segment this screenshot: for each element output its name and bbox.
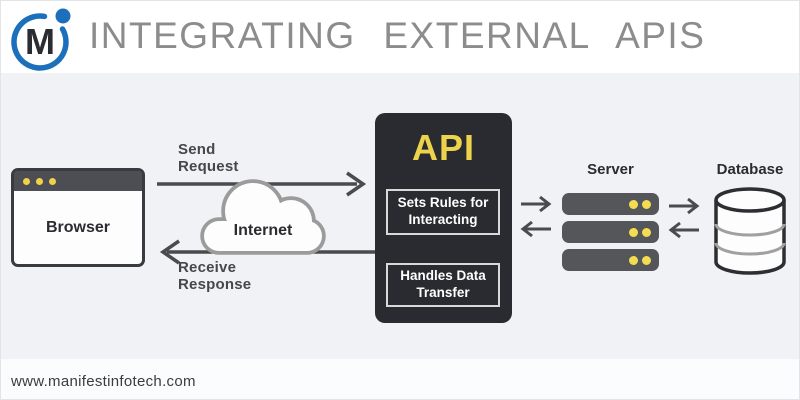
- window-dot-icon: [23, 177, 30, 185]
- server-led-icon: [629, 227, 638, 237]
- server-rack-bar-icon: [562, 221, 659, 243]
- window-dot-icon: [49, 177, 56, 185]
- logo-letter: M: [25, 21, 55, 62]
- footer: www.manifestinfotech.com: [1, 359, 799, 399]
- server-led-icon: [642, 199, 651, 209]
- window-dot-icon: [36, 177, 43, 185]
- manifest-infotech-logo-icon: M: [11, 8, 71, 71]
- server-label: Server: [587, 161, 634, 178]
- browser-window: Browser: [11, 168, 145, 267]
- receive-response-label: Receive Response: [178, 259, 252, 293]
- internet-label: Internet: [233, 222, 293, 239]
- database-to-server-arrow: [668, 221, 699, 239]
- server-to-database-arrow: [669, 197, 700, 215]
- database-cylinder-icon: [714, 187, 786, 275]
- server-to-api-arrow: [520, 220, 551, 238]
- website-url: www.manifestinfotech.com: [11, 373, 196, 390]
- server-led-icon: [629, 199, 638, 209]
- api-title: API: [411, 127, 475, 168]
- browser-label: Browser: [45, 218, 111, 236]
- server-rack-bar-icon: [562, 249, 659, 271]
- api-function-rules: Sets Rules for Interacting: [386, 189, 500, 235]
- database-label: Database: [716, 161, 784, 178]
- server-led-icon: [642, 227, 651, 237]
- internet-cloud-icon: [200, 179, 326, 255]
- send-request-label: Send Request: [178, 141, 239, 175]
- api-to-server-arrow: [521, 195, 552, 213]
- api-function-transfer: Handles Data Transfer: [386, 263, 500, 307]
- page-title: INTEGRATING EXTERNAL APIS: [89, 15, 706, 56]
- header: M INTEGRATING EXTERNAL APIS: [1, 1, 799, 73]
- server-led-icon: [642, 255, 651, 265]
- server-led-icon: [629, 255, 638, 265]
- server-rack-bar-icon: [562, 193, 659, 215]
- browser-title-bar: [14, 171, 142, 191]
- api-box: API Sets Rules for Interacting Handles D…: [375, 113, 512, 323]
